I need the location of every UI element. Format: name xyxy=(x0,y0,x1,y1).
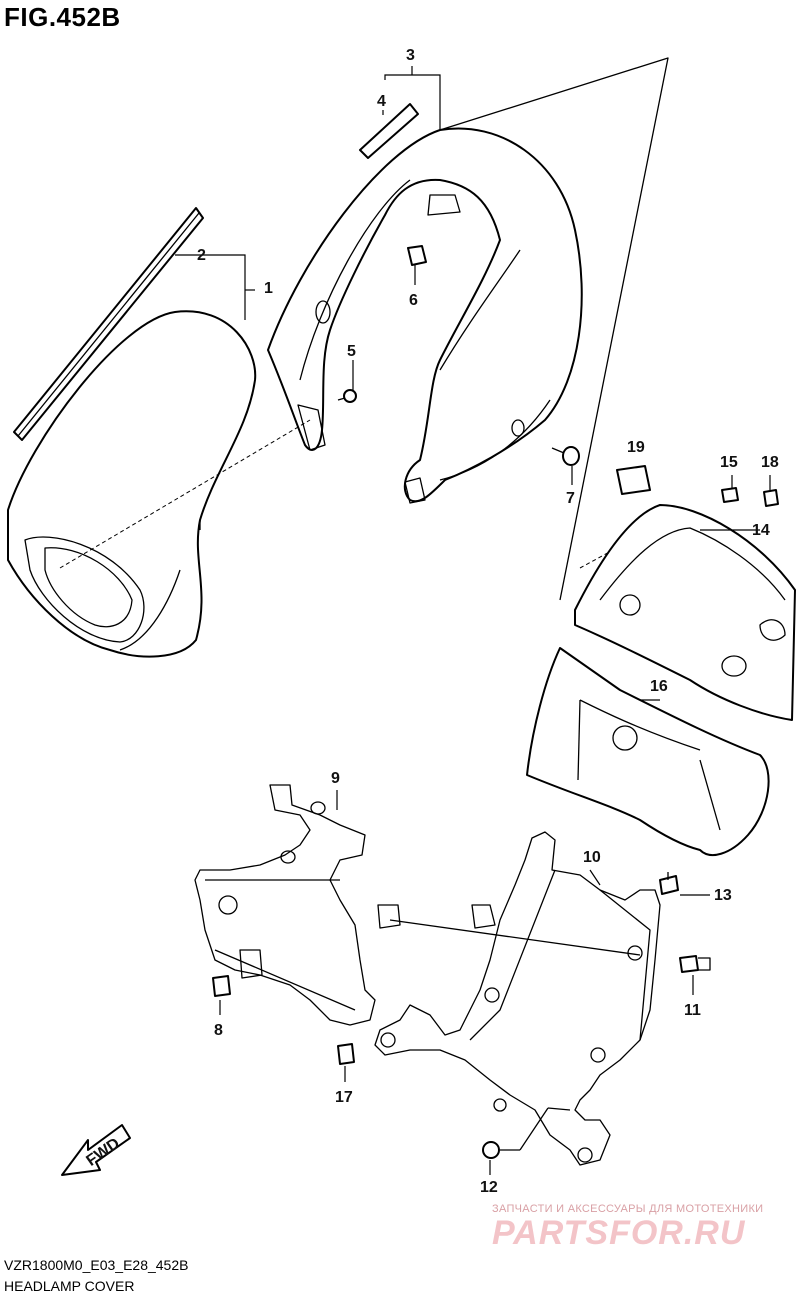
screw-part-5 xyxy=(337,389,357,403)
callout-17: 17 xyxy=(335,1089,353,1106)
leader-lines xyxy=(175,66,771,1175)
callout-9: 9 xyxy=(331,770,340,787)
grommet-part-17 xyxy=(337,1043,355,1065)
inner-cover-part-14 xyxy=(574,504,796,721)
callout-5: 5 xyxy=(347,343,356,360)
figure-title: FIG.452B xyxy=(4,2,121,32)
bolt-part-7 xyxy=(551,446,580,466)
figure-code: VZR1800M0_E03_E28_452B xyxy=(4,1257,189,1273)
callout-6: 6 xyxy=(409,292,418,309)
right-bracket-part-10 xyxy=(374,831,661,1166)
figure-caption: HEADLAMP COVER xyxy=(4,1278,135,1294)
headlamp-housing-part-3 xyxy=(267,127,583,504)
assembly-guide-line xyxy=(547,1107,571,1111)
perspective-guide-lines xyxy=(439,57,669,601)
callout-15: 15 xyxy=(720,454,738,471)
callout-10: 10 xyxy=(583,849,601,866)
assembly-guide-line xyxy=(389,919,641,956)
grommet-part-15 xyxy=(721,487,739,503)
callout-8: 8 xyxy=(214,1022,223,1039)
callout-11: 11 xyxy=(684,1002,701,1019)
outer-headlamp-cover-part-1 xyxy=(7,310,257,658)
bolt-part-12 xyxy=(482,1141,520,1159)
callout-1: 1 xyxy=(264,280,273,297)
cushion-part-19 xyxy=(616,465,651,495)
left-bracket-part-9 xyxy=(194,784,401,1026)
callout-12: 12 xyxy=(480,1179,498,1196)
callout-4: 4 xyxy=(377,93,386,110)
callout-18: 18 xyxy=(761,454,779,471)
callout-16: 16 xyxy=(650,678,668,695)
callout-19: 19 xyxy=(627,439,645,456)
callout-13: 13 xyxy=(714,887,732,904)
grommet-part-8 xyxy=(212,975,231,997)
callout-labels: 1 2 3 4 5 6 7 8 9 10 11 12 13 14 15 16 1… xyxy=(197,47,779,1196)
clip-nut-part-6 xyxy=(407,245,427,266)
callout-14: 14 xyxy=(752,522,770,539)
assembly-guide-line xyxy=(519,1107,549,1151)
callout-7: 7 xyxy=(566,490,575,507)
bolt-part-11 xyxy=(679,955,711,973)
fwd-arrow-icon: FWD xyxy=(61,1124,131,1176)
push-rivet-part-13 xyxy=(659,872,679,895)
watermark-logo: PARTSFOR.RU xyxy=(492,1214,746,1252)
watermark-tagline: ЗАПЧАСТИ И АКСЕССУАРЫ ДЛЯ МОТОТЕХНИКИ xyxy=(492,1203,764,1215)
nut-part-18 xyxy=(763,489,779,507)
callout-3: 3 xyxy=(406,47,415,64)
trim-strip-part-2 xyxy=(13,207,204,441)
callout-2: 2 xyxy=(197,247,206,264)
lower-inner-panel-part-16 xyxy=(526,647,770,856)
trim-strip-part-4 xyxy=(359,103,419,159)
